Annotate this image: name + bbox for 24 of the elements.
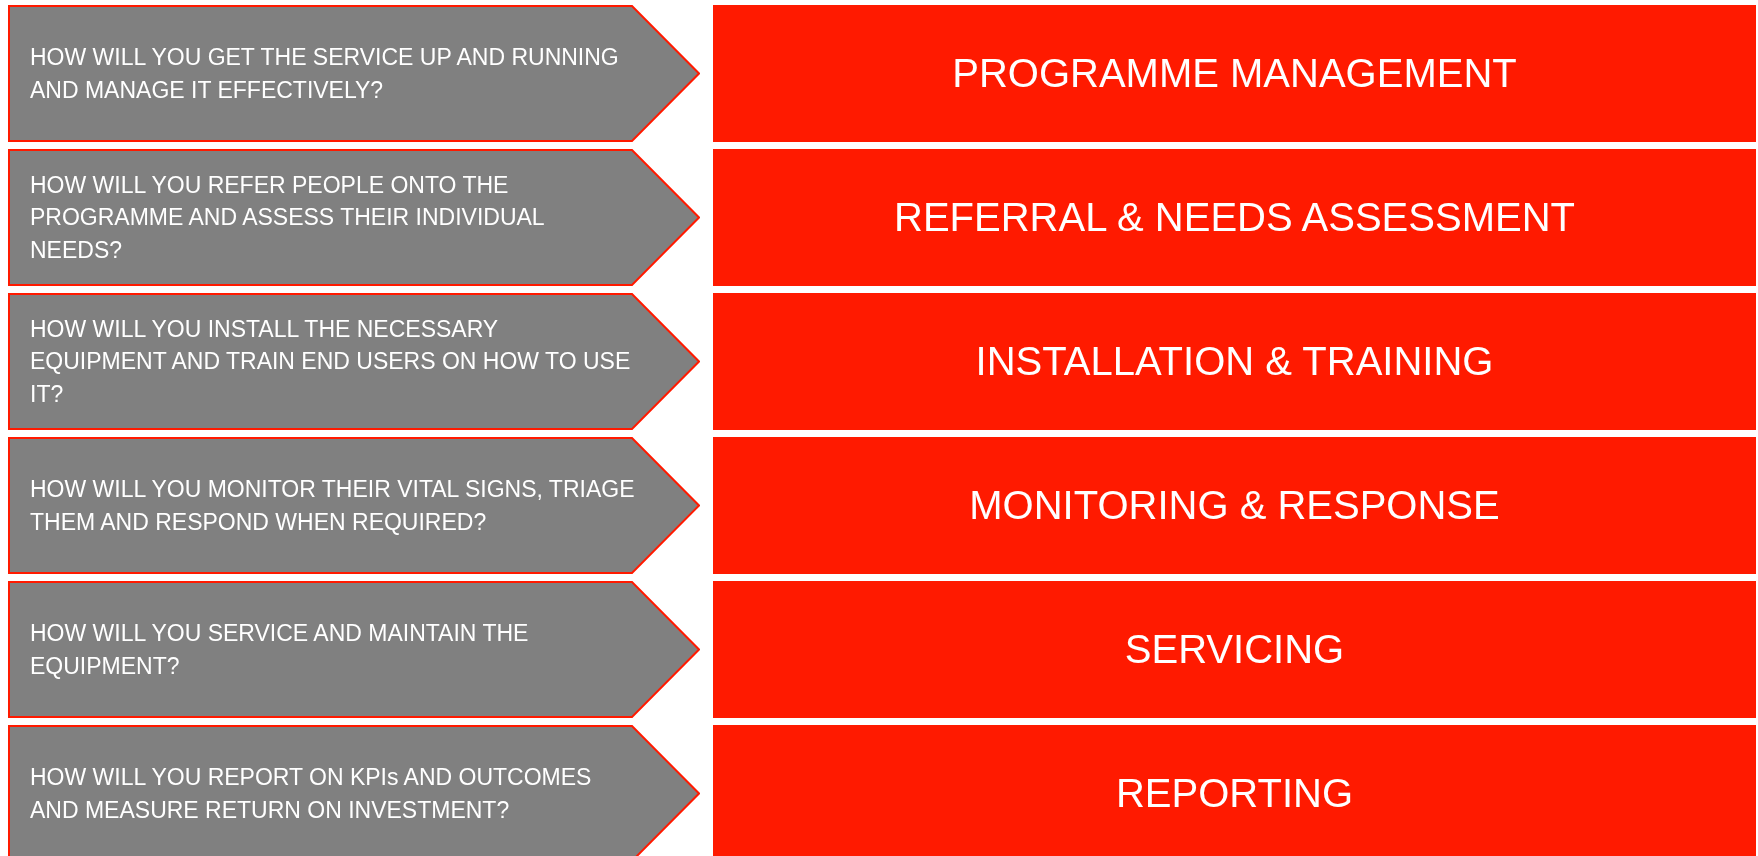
question-text: HOW WILL YOU INSTALL THE NECESSARY EQUIPMENT AND TRAIN END USERS ON HOW TO USE IT? [30,315,632,409]
chevron-banner [8,293,700,430]
question-text: HOW WILL YOU SERVICE AND MAINTAIN THE EQUIPMENT? [30,619,530,681]
chevron-banner [8,5,700,142]
section-banner [713,5,1756,142]
section-title: MONITORING & RESPONSE [969,483,1500,528]
chevron-banner [8,725,700,856]
question-text: HOW WILL YOU REPORT ON KPIs AND OUTCOMES AND MEASURE RETURN ON INVESTMENT? [30,763,593,825]
chevron-banner [8,149,700,286]
question-text: HOW WILL YOU REFER PEOPLE ONTO THE PROGRAMME AND ASSESS THEIR INDIVIDUAL NEEDS? [30,171,545,265]
question-text: HOW WILL YOU GET THE SERVICE UP AND RUNNING AND MANAGE IT EFFECTIVELY? [30,43,620,105]
section-title: SERVICING [1124,627,1345,672]
section-title: REPORTING [1115,771,1354,816]
chevron-banner [8,437,700,574]
section-title: PROGRAMME MANAGEMENT [952,51,1517,96]
question-text: HOW WILL YOU MONITOR THEIR VITAL SIGNS, TRIAGE THEM AND RESPOND WHEN REQUIRED? [30,475,636,537]
section-title: REFERRAL & NEEDS ASSESSMENT [894,195,1575,240]
chevron-banner [8,581,700,718]
section-banner [713,581,1756,718]
section-title: INSTALLATION & TRAINING [975,339,1494,384]
section-banner [713,725,1756,856]
section-banner [713,437,1756,574]
section-banner [713,149,1756,286]
section-banner [713,293,1756,430]
